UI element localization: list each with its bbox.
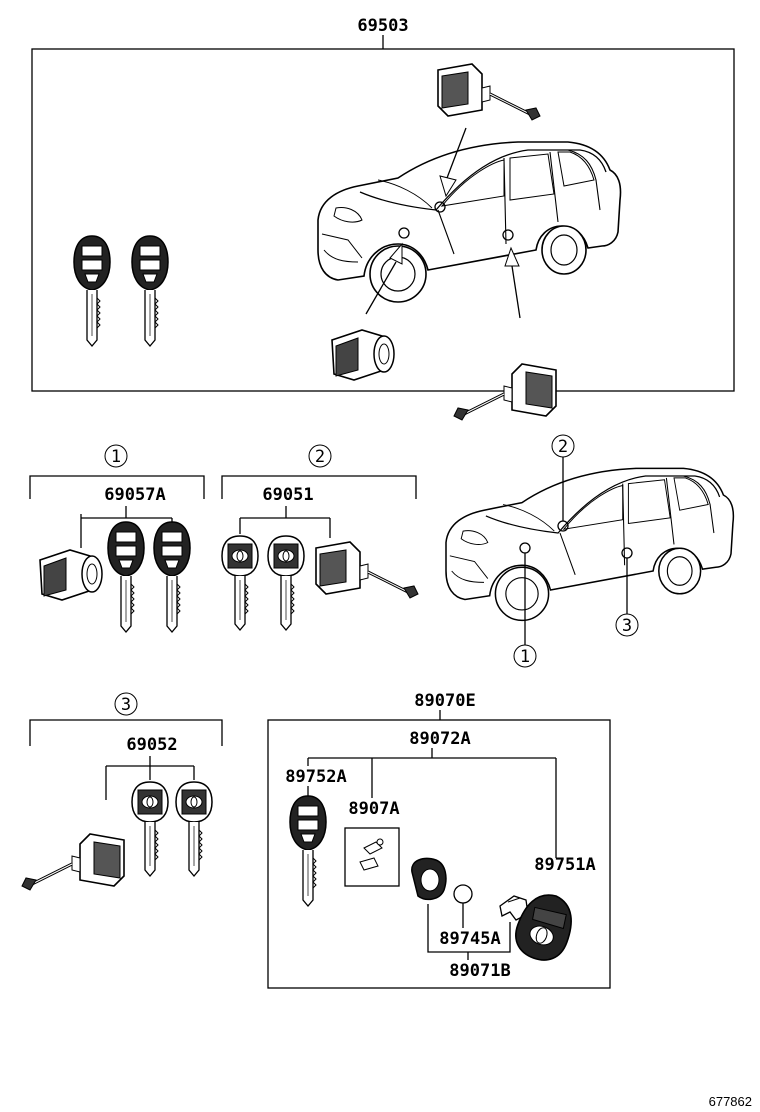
- label-89070E: 89070E: [414, 691, 475, 711]
- key-icon: [107, 521, 145, 633]
- arrow-to-front-door: [365, 242, 403, 315]
- label-8907A: 8907A: [348, 799, 399, 819]
- callout-3-car-label: 3: [622, 616, 632, 636]
- label-69503: 69503: [357, 16, 408, 36]
- label-89072A: 89072A: [409, 729, 470, 749]
- battery-icon: [453, 884, 473, 904]
- callout-2-car-circle: [551, 434, 575, 458]
- lock-cylinder-icon: [39, 549, 103, 601]
- car-icon: [317, 141, 622, 303]
- label-69051: 69051: [262, 485, 313, 505]
- lock-cylinder-icon: [314, 540, 420, 600]
- lock-cylinder-icon: [331, 329, 395, 381]
- arrow-to-roof: [439, 127, 467, 198]
- callout-3-label: 3: [121, 695, 131, 715]
- label-69057A: 69057A: [104, 485, 165, 505]
- figure-id: 677862: [709, 1094, 752, 1109]
- lock-cylinder-icon: [436, 62, 542, 122]
- key-icon: [221, 535, 259, 631]
- callout-2-car-label: 2: [558, 437, 568, 457]
- label-89745A: 89745A: [439, 929, 500, 949]
- label-69052: 69052: [126, 735, 177, 755]
- key-icon: [131, 235, 169, 347]
- arrow-to-rear-door: [504, 246, 521, 319]
- label-89751A: 89751A: [534, 855, 595, 875]
- key-icon: [175, 781, 213, 877]
- lock-cylinder-icon: [20, 832, 126, 892]
- main-set-frame: [31, 48, 735, 392]
- callout-3-car-circle: [615, 613, 639, 637]
- key-icon: [267, 535, 305, 631]
- lock-cylinder-icon: [452, 362, 558, 422]
- label-89071B: 89071B: [449, 961, 510, 981]
- callout-1-car-circle: [513, 644, 537, 668]
- car-icon: [445, 467, 735, 622]
- key-icon: [289, 795, 327, 907]
- callout-3-circle: [114, 692, 138, 716]
- callout-1-car-label: 1: [520, 647, 530, 667]
- transmitter-frame: [267, 719, 611, 989]
- callout-1-circle: [104, 444, 128, 468]
- callout-1-label: 1: [111, 447, 121, 467]
- key-icon: [73, 235, 111, 347]
- case-icon: [411, 857, 447, 901]
- callout-2-circle: [308, 444, 332, 468]
- sticker-set: [344, 827, 400, 887]
- key-icon: [153, 521, 191, 633]
- label-89752A: 89752A: [285, 767, 346, 787]
- callout-2-label: 2: [315, 447, 325, 467]
- key-icon: [131, 781, 169, 877]
